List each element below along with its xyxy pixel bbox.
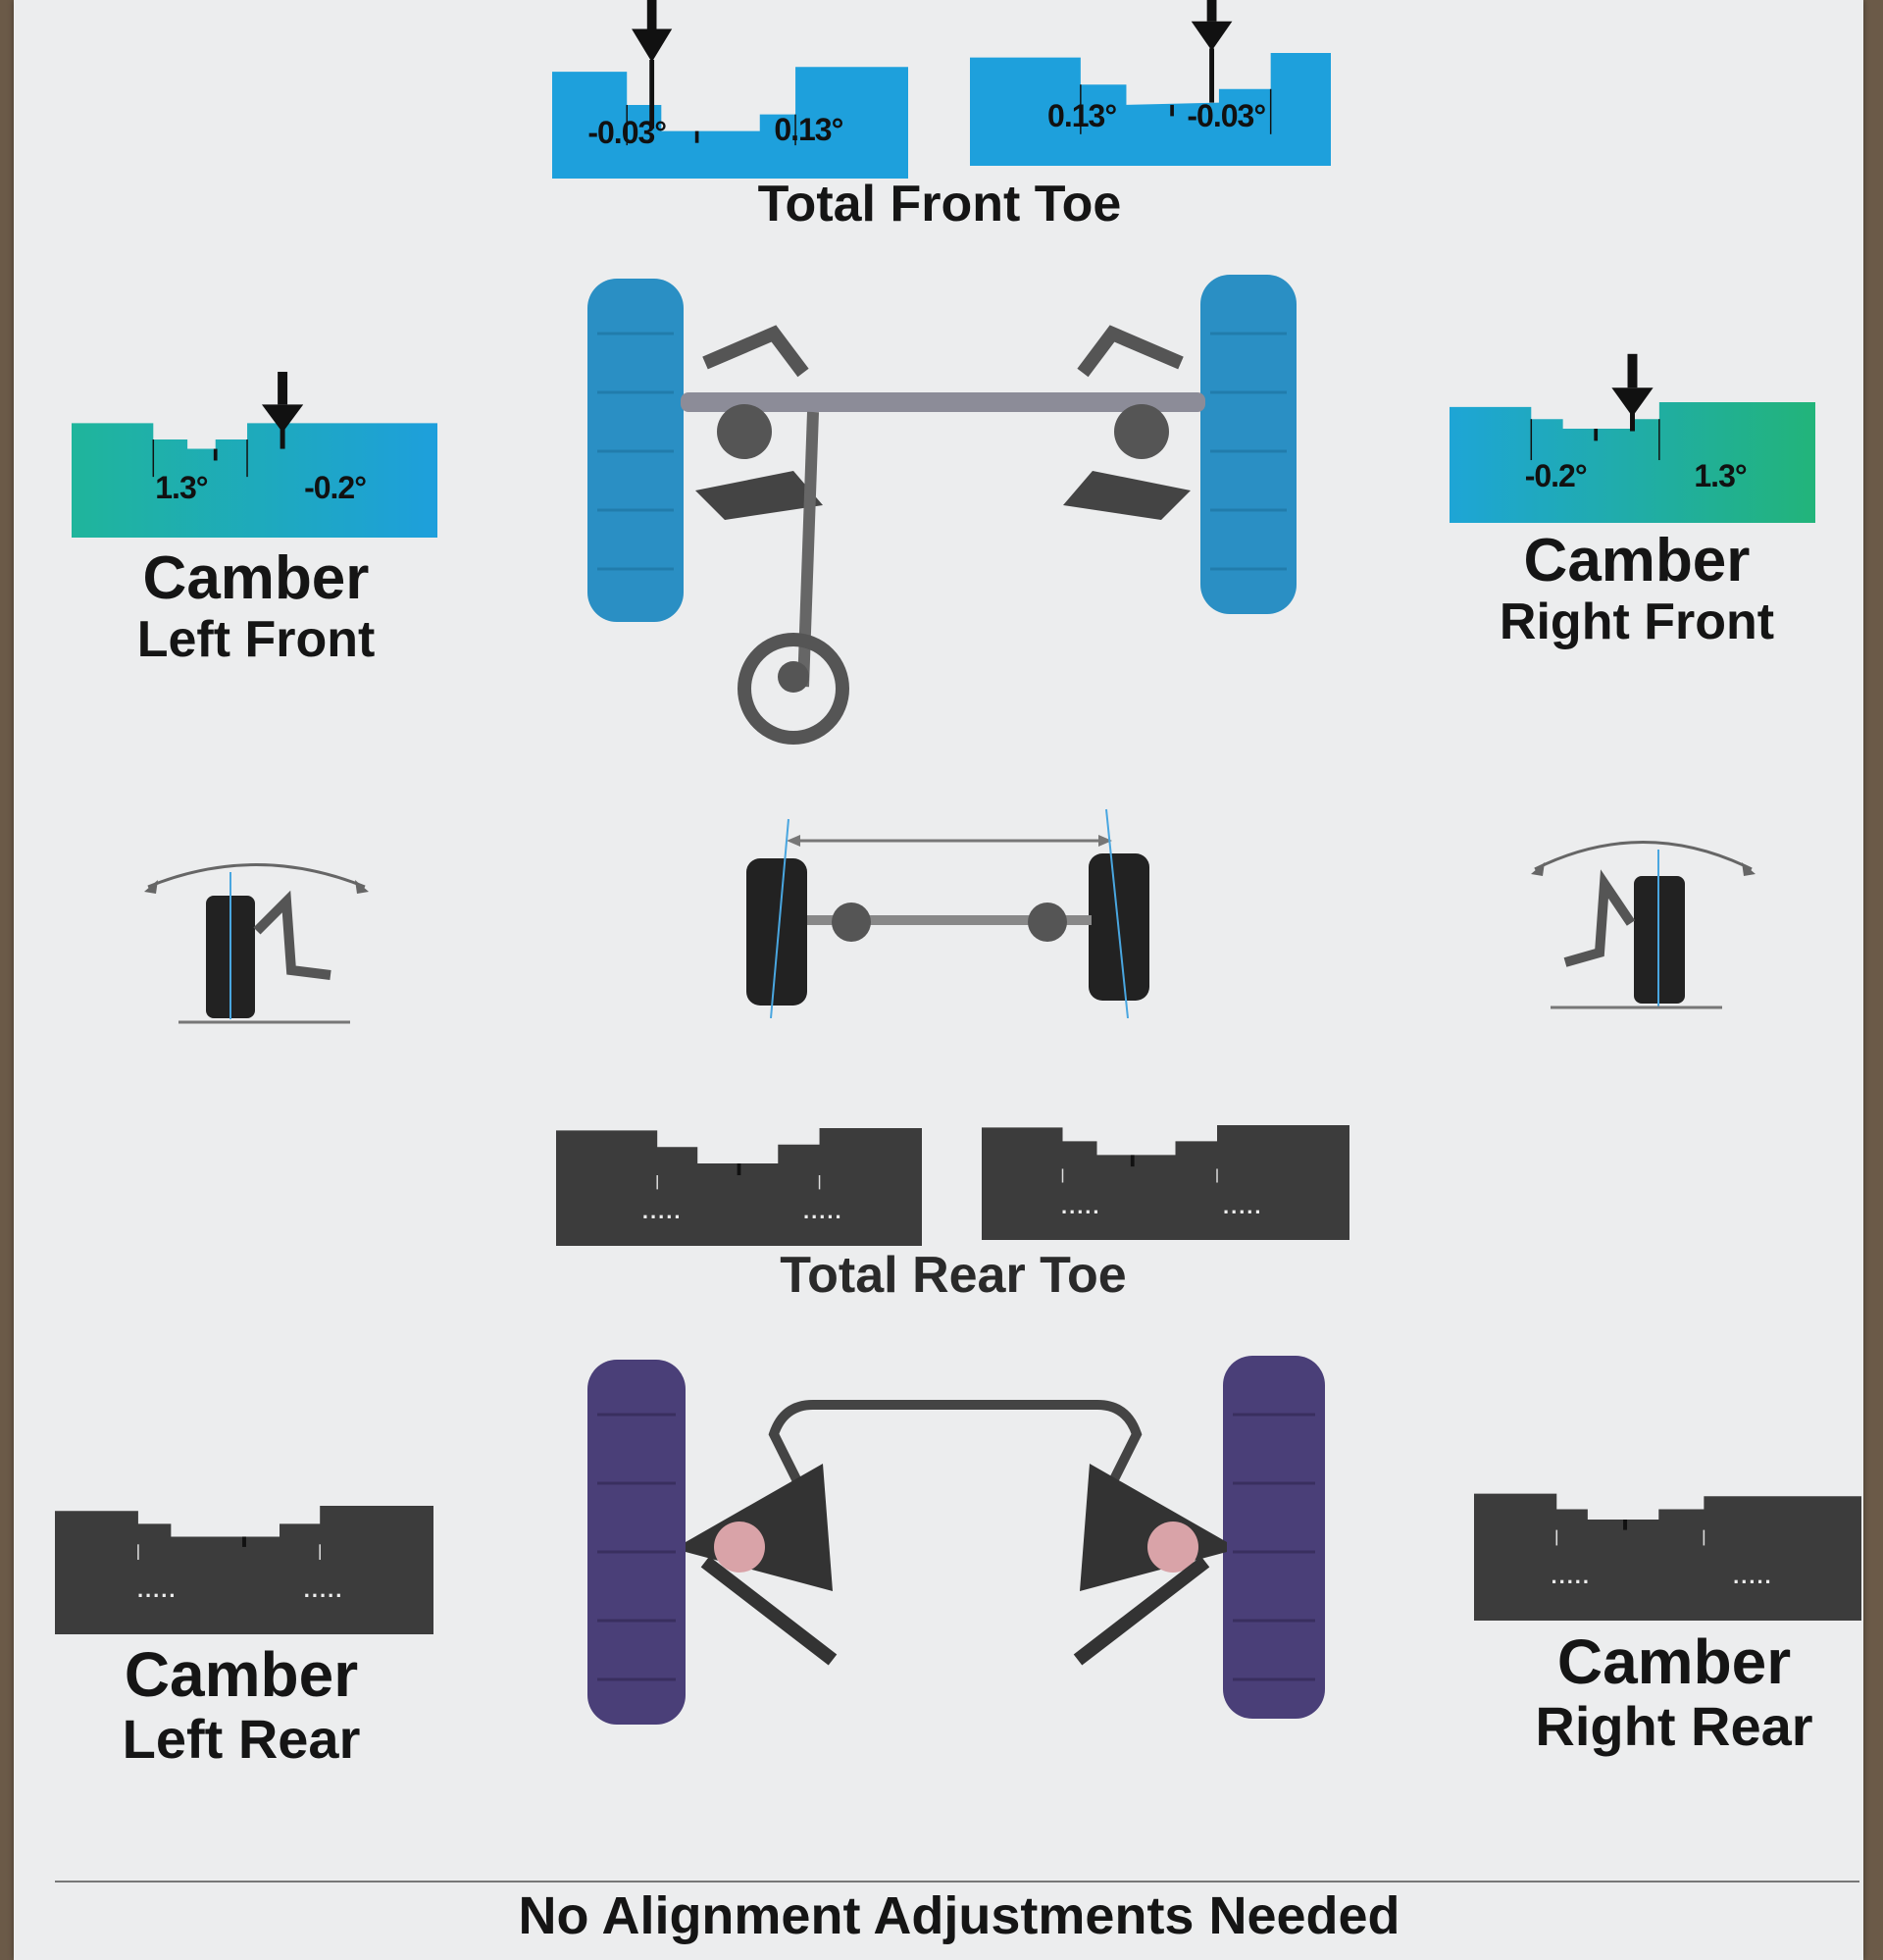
rear-toe-title: Total Rear Toe	[780, 1247, 1127, 1304]
camber-label: Camber	[1556, 1626, 1792, 1697]
camber-left-front-gauge: 1.3° -0.2°	[72, 372, 437, 538]
position-label: Right Front	[1499, 593, 1775, 651]
indicator-arrow-icon	[1611, 353, 1654, 432]
gauge-high-value: .....	[1222, 1194, 1263, 1219]
camber-label: Camber	[124, 1639, 359, 1710]
gauge-low-value: 1.3°	[155, 469, 208, 505]
camber-right-rear-title: Camber Right Rear	[1535, 1627, 1812, 1757]
rear-toe-diagram-icon	[746, 808, 1149, 1018]
position-label: Right Rear	[1535, 1695, 1813, 1758]
left-camber-diagram-icon	[144, 863, 369, 1024]
gauge-low-value: 0.13°	[1047, 98, 1117, 133]
gauge-high-value: .....	[1733, 1563, 1773, 1588]
rear-suspension-illustration	[587, 1356, 1325, 1725]
camber-label: Camber	[142, 544, 370, 612]
gauge-low-value: .....	[1551, 1563, 1592, 1588]
camber-left-rear-title: Camber Left Rear	[123, 1640, 361, 1770]
gauge-low-value: -0.03°	[587, 114, 667, 150]
indicator-arrow-icon	[632, 0, 673, 129]
rear-toe-right-gauge: ..... .....	[982, 1125, 1349, 1240]
gauge-low-value: .....	[136, 1577, 178, 1603]
gauge-high-value: -0.03°	[1187, 98, 1266, 133]
front-toe-left-gauge: -0.03° 0.13°	[552, 0, 908, 179]
indicator-arrow-icon	[261, 372, 304, 449]
camber-right-rear-gauge: ..... .....	[1474, 1491, 1861, 1621]
camber-right-front-title: Camber Right Front	[1499, 527, 1775, 651]
gauge-high-value: .....	[303, 1577, 344, 1603]
camber-label: Camber	[1523, 527, 1751, 594]
position-label: Left Rear	[122, 1708, 361, 1771]
rear-toe-left-gauge: ..... .....	[556, 1128, 922, 1246]
gauge-low-value: .....	[1060, 1194, 1101, 1219]
camber-right-front-gauge: -0.2° 1.3°	[1450, 353, 1815, 523]
gauge-low-value: .....	[641, 1199, 683, 1223]
gauge-high-value: .....	[803, 1199, 843, 1223]
gauge-high-value: -0.2°	[304, 469, 367, 505]
camber-left-rear-gauge: ..... .....	[55, 1506, 433, 1634]
front-toe-right-gauge: 0.13° -0.03°	[970, 0, 1331, 166]
gauge-high-value: 0.13°	[774, 112, 843, 148]
camber-left-front-title: Camber Left Front	[136, 544, 376, 669]
position-label: Left Front	[136, 611, 376, 669]
gauge-high-value: 1.3°	[1694, 457, 1747, 493]
front-suspension-illustration	[587, 275, 1297, 745]
front-toe-title: Total Front Toe	[757, 176, 1122, 232]
indicator-arrow-icon	[1191, 0, 1233, 103]
right-camber-diagram-icon	[1531, 841, 1756, 1009]
footer-divider	[55, 1881, 1859, 1883]
footer-message: No Alignment Adjustments Needed	[518, 1886, 1400, 1945]
gauge-low-value: -0.2°	[1524, 457, 1588, 493]
